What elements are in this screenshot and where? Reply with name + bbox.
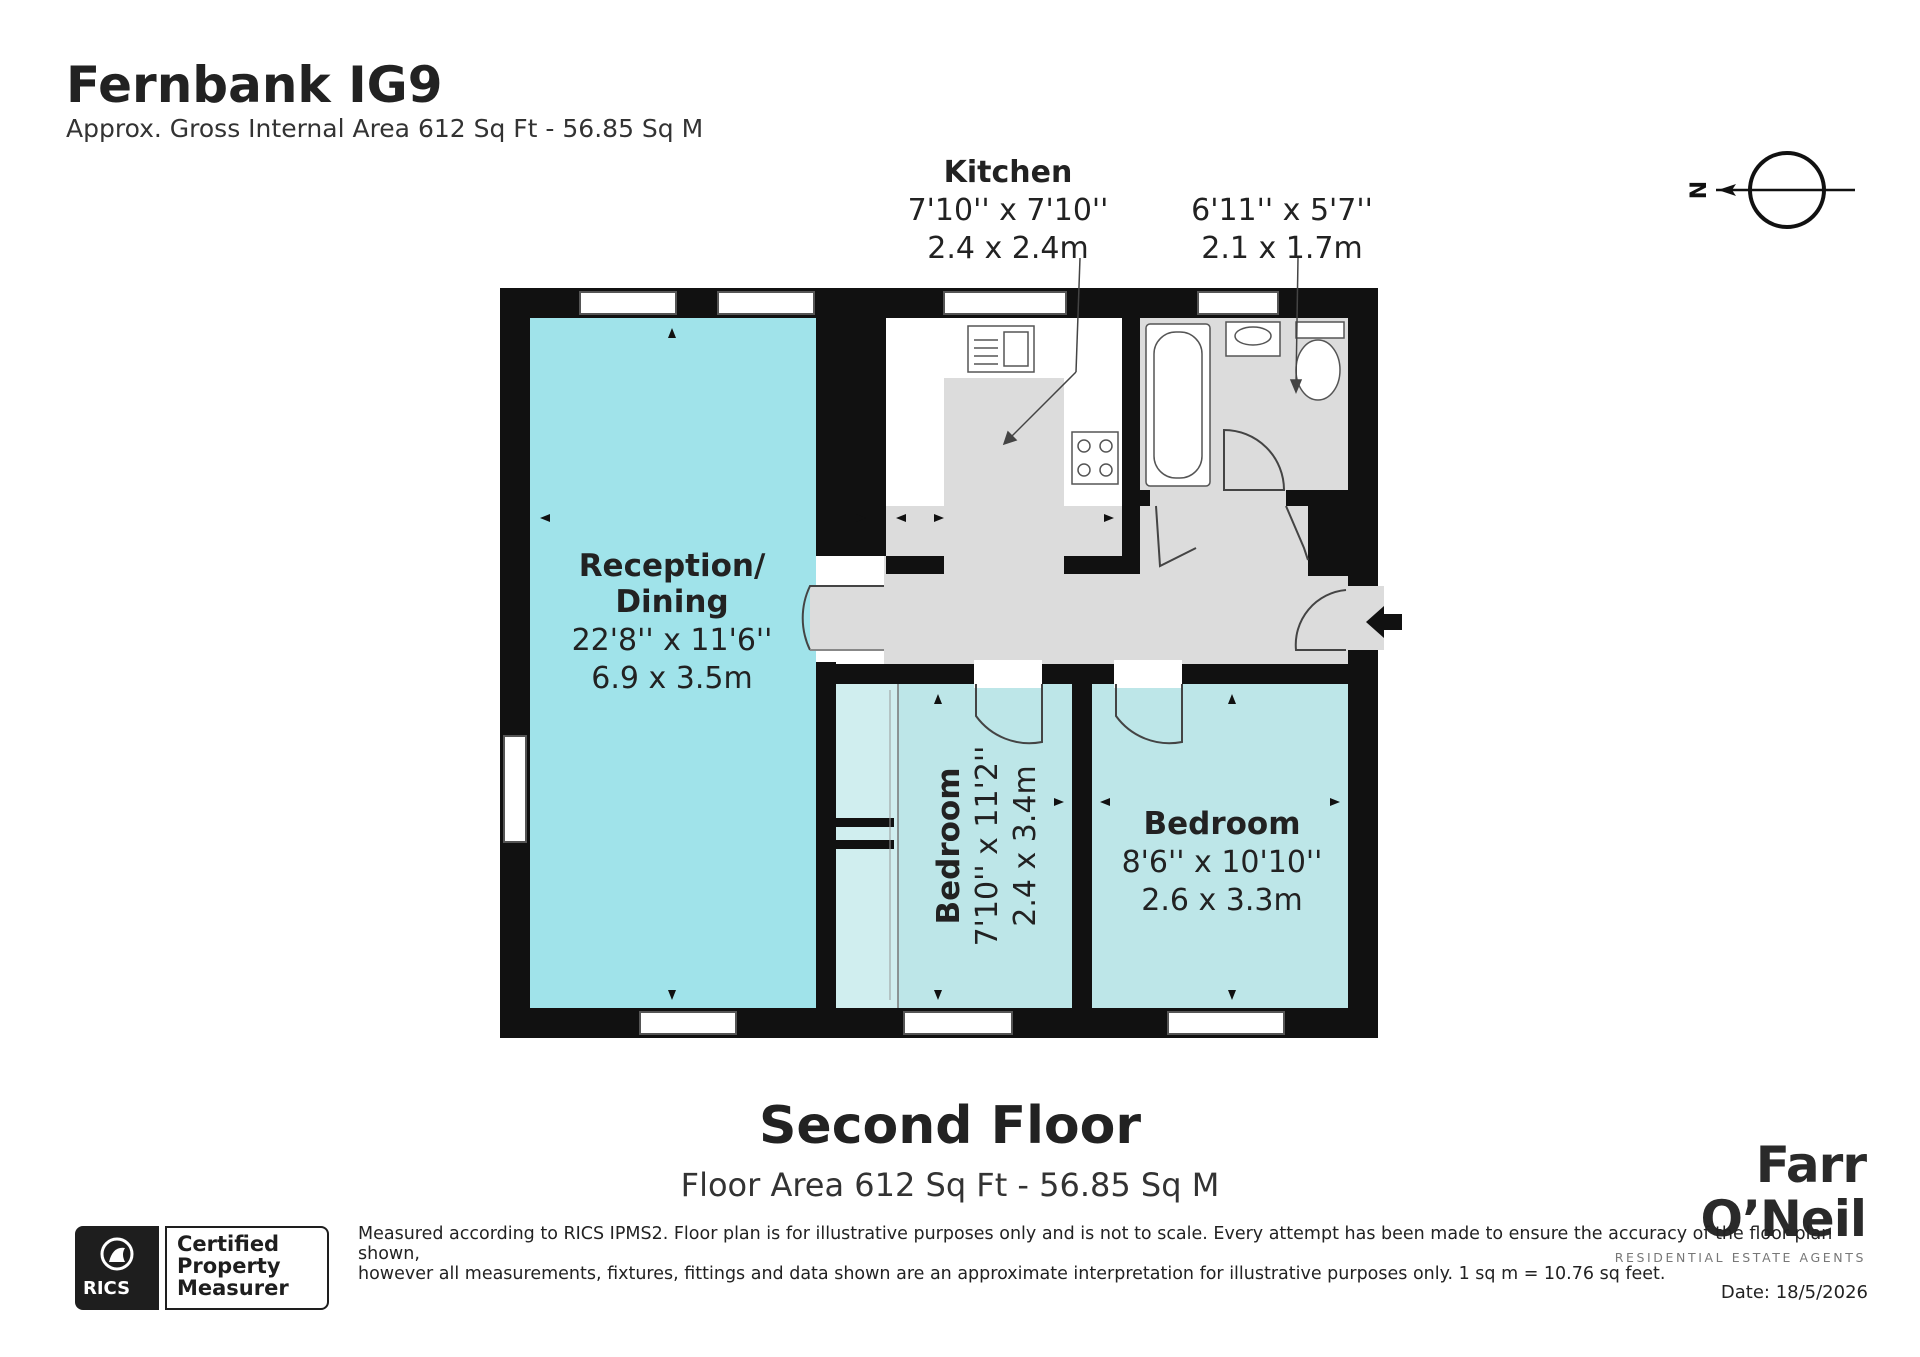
reception-name-line2: Dining <box>615 584 728 620</box>
brand-tagline: RESIDENTIAL ESTATE AGENTS <box>1614 1250 1866 1265</box>
reception-name-line1: Reception/ <box>579 548 766 584</box>
bedroom2-metric: 2.6 x 3.3m <box>1141 883 1302 918</box>
reception-fill <box>530 318 816 1008</box>
kitchen-metric: 2.4 x 2.4m <box>927 231 1088 266</box>
brand-name: Farr O’Neil <box>1700 1136 1867 1248</box>
bathroom-fixtures <box>1145 321 1345 487</box>
floor-area: Floor Area 612 Sq Ft - 56.85 Sq M <box>680 1166 1220 1204</box>
kitchen-worktop <box>944 378 1064 574</box>
lion-icon <box>100 1237 134 1271</box>
bedroom2-name: Bedroom <box>1143 806 1300 842</box>
entrance-arrow-icon <box>1366 606 1402 638</box>
cert-line3: Measurer <box>177 1276 289 1300</box>
compass-north-label: N <box>1687 181 1712 199</box>
kitchen-name: Kitchen <box>944 155 1073 190</box>
cert-line1: Certified <box>177 1232 280 1256</box>
bedroom1-name: Bedroom <box>931 767 967 924</box>
kitchen-fixtures <box>967 325 1119 485</box>
plan-date: Date: 18/5/2026 <box>1720 1282 1868 1303</box>
bedroom2-fill <box>1092 684 1348 1008</box>
disclaimer-line1: Measured according to RICS IPMS2. Floor … <box>358 1224 1833 1264</box>
floor-title: Second Floor <box>758 1096 1142 1156</box>
doors <box>801 428 1347 745</box>
gross-area-subtitle: Approx. Gross Internal Area 612 Sq Ft - … <box>66 114 704 143</box>
bedroom2-imperial: 8'6'' x 10'10'' <box>1122 845 1323 880</box>
rics-logo: RICS <box>75 1226 159 1310</box>
kitchen-imperial: 7'10'' x 7'10'' <box>908 193 1109 228</box>
bedroom1-metric: 2.4 x 3.4m <box>1008 765 1043 926</box>
disclaimer-line2: however all measurements, fixtures, fitt… <box>358 1264 1666 1284</box>
disclaimer: Measured according to RICS IPMS2. Floor … <box>358 1224 1858 1284</box>
brand-logo: Farr O’Neil RESIDENTIAL ESTATE AGENTS <box>1596 1136 1867 1265</box>
plan-title: Fernbank IG9 <box>66 56 443 114</box>
compass-icon: N <box>1687 151 1855 229</box>
reception-imperial: 22'8'' x 11'6'' <box>572 623 773 658</box>
bedroom1-imperial: 7'10'' x 11'2'' <box>970 746 1005 947</box>
bathroom-imperial: 6'11'' x 5'7'' <box>1191 193 1373 228</box>
rics-certified-badge: RICS Certified Property Measurer <box>75 1226 329 1310</box>
reception-metric: 6.9 x 3.5m <box>591 661 752 696</box>
rics-label: RICS <box>83 1278 131 1299</box>
cert-line2: Property <box>177 1254 281 1278</box>
measure-arrows <box>540 328 1340 1000</box>
dimension-pointers <box>1002 257 1303 446</box>
floor-plan: Kitchen 7'10'' x 7'10'' 2.4 x 2.4m 6'11'… <box>500 155 1402 1038</box>
windows <box>503 291 1285 1035</box>
bathroom-metric: 2.1 x 1.7m <box>1201 231 1362 266</box>
